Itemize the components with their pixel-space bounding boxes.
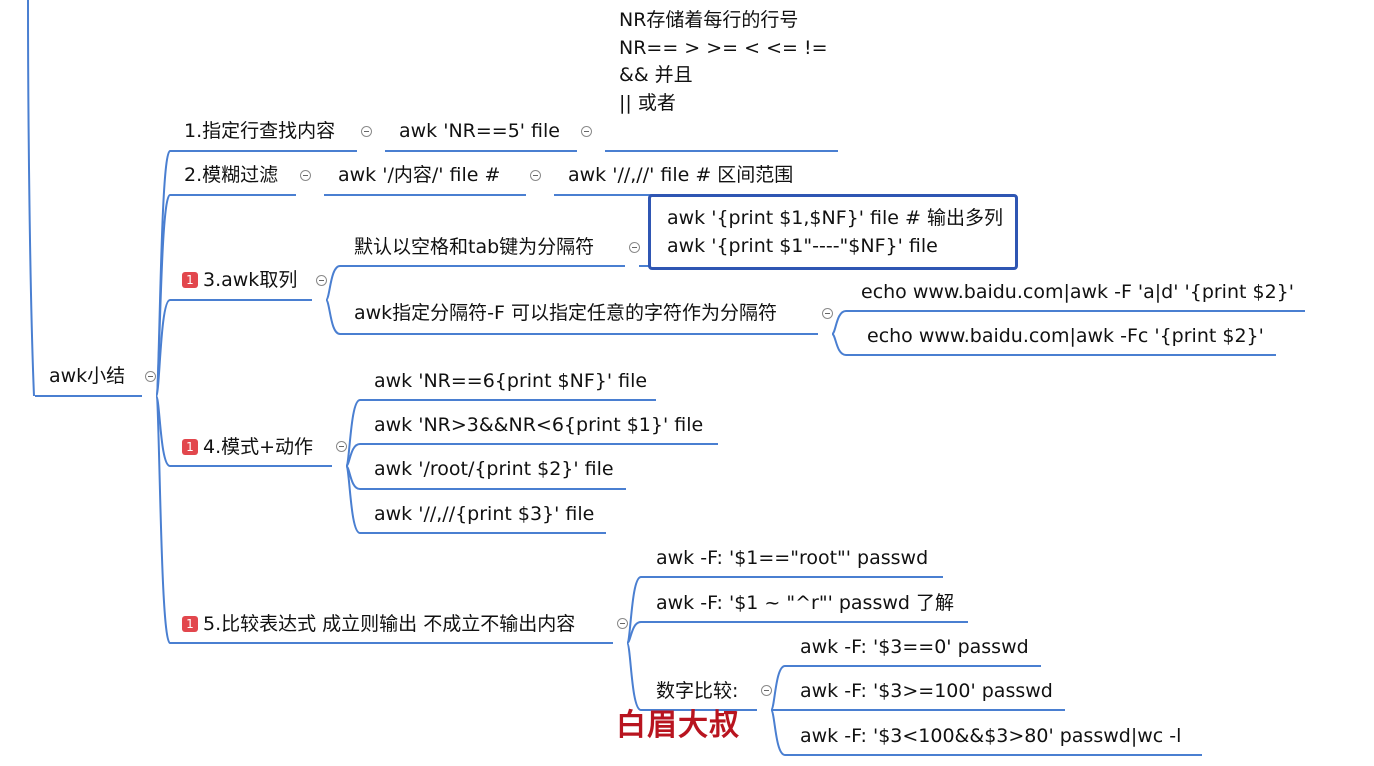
- branch-4-label: 4.模式+动作: [203, 436, 314, 458]
- numeric-comparison-example[interactable]: awk -F: '$3>=100' passwd: [800, 680, 1053, 702]
- priority-1-icon: 1: [182, 272, 198, 288]
- branch-2-child[interactable]: awk '/内容/' file #: [338, 164, 501, 186]
- selected-topic-box[interactable]: awk '{print $1,$NF}' file # 输出多列 awk '{p…: [648, 194, 1018, 270]
- branch-3-label: 3.awk取列: [203, 269, 298, 291]
- multi-column-line: awk '{print $1,$NF}' file # 输出多列: [667, 207, 1003, 229]
- note-line: && 并且: [619, 64, 693, 86]
- pattern-action-example[interactable]: awk 'NR==6{print $NF}' file: [374, 370, 648, 392]
- comparison-example[interactable]: awk -F: '$1=="root"' passwd: [656, 547, 929, 569]
- priority-1-icon: 1: [182, 439, 198, 455]
- collapse-root-icon[interactable]: [145, 371, 156, 382]
- collapse-custom-separator-icon[interactable]: [822, 308, 833, 319]
- branch-3-sub-custom-separator[interactable]: awk指定分隔符-F 可以指定任意的字符作为分隔符: [354, 302, 778, 324]
- collapse-branch-1-child-icon[interactable]: [581, 126, 592, 137]
- branch-5-label: 5.比较表达式 成立则输出 不成立不输出内容: [203, 613, 576, 635]
- pattern-action-example[interactable]: awk '//,//{print $3}' file: [374, 503, 595, 525]
- priority-1-icon: 1: [182, 616, 198, 632]
- branch-1-child[interactable]: awk 'NR==5' file: [399, 120, 560, 142]
- pattern-action-example[interactable]: awk '/root/{print $2}' file: [374, 458, 614, 480]
- numeric-comparison-example[interactable]: awk -F: '$3==0' passwd: [800, 636, 1029, 658]
- collapse-numeric-comparison-icon[interactable]: [761, 685, 772, 696]
- collapse-branch-2-icon[interactable]: [300, 170, 311, 181]
- custom-separator-example[interactable]: echo www.baidu.com|awk -F 'a|d' '{print …: [861, 281, 1294, 303]
- branch-2-grandchild[interactable]: awk '//,//' file # 区间范围: [568, 164, 794, 186]
- custom-separator-example[interactable]: echo www.baidu.com|awk -Fc '{print $2}': [867, 325, 1264, 347]
- collapse-branch-5-icon[interactable]: [617, 618, 628, 629]
- note-line: || 或者: [619, 91, 676, 114]
- root-topic[interactable]: awk小结: [49, 365, 126, 387]
- collapse-branch-2-child-icon[interactable]: [530, 170, 541, 181]
- multi-column-line: awk '{print $1"----"$NF}' file: [667, 235, 938, 257]
- note-line: NR== > >= < <= !=: [619, 36, 828, 59]
- collapse-branch-3-icon[interactable]: [316, 275, 327, 286]
- nr-operators-note[interactable]: NR存储着每行的行号 NR== > >= < <= != && 并且 || 或者: [619, 7, 828, 117]
- branch-3-topic[interactable]: 1 3.awk取列: [182, 268, 297, 292]
- note-line: NR存储着每行的行号: [619, 9, 799, 31]
- branch-2-topic[interactable]: 2.模糊过滤: [184, 164, 279, 186]
- numeric-comparison-topic[interactable]: 数字比较:: [656, 680, 739, 702]
- collapse-branch-4-icon[interactable]: [336, 441, 347, 452]
- collapse-default-separator-icon[interactable]: [629, 242, 640, 253]
- branch-3-sub-default-separator[interactable]: 默认以空格和tab键为分隔符: [354, 236, 595, 258]
- pattern-action-example[interactable]: awk 'NR>3&&NR<6{print $1}' file: [374, 414, 704, 436]
- branch-1-topic[interactable]: 1.指定行查找内容: [184, 120, 336, 142]
- branch-5-topic[interactable]: 1 5.比较表达式 成立则输出 不成立不输出内容: [182, 612, 575, 636]
- comparison-example[interactable]: awk -F: '$1 ~ "^r"' passwd 了解: [656, 592, 954, 614]
- branch-4-topic[interactable]: 1 4.模式+动作: [182, 435, 313, 459]
- watermark-logo: 白眉大叔: [616, 708, 740, 743]
- collapse-branch-1-icon[interactable]: [361, 126, 372, 137]
- numeric-comparison-example[interactable]: awk -F: '$3<100&&$3>80' passwd|wc -l: [800, 725, 1182, 747]
